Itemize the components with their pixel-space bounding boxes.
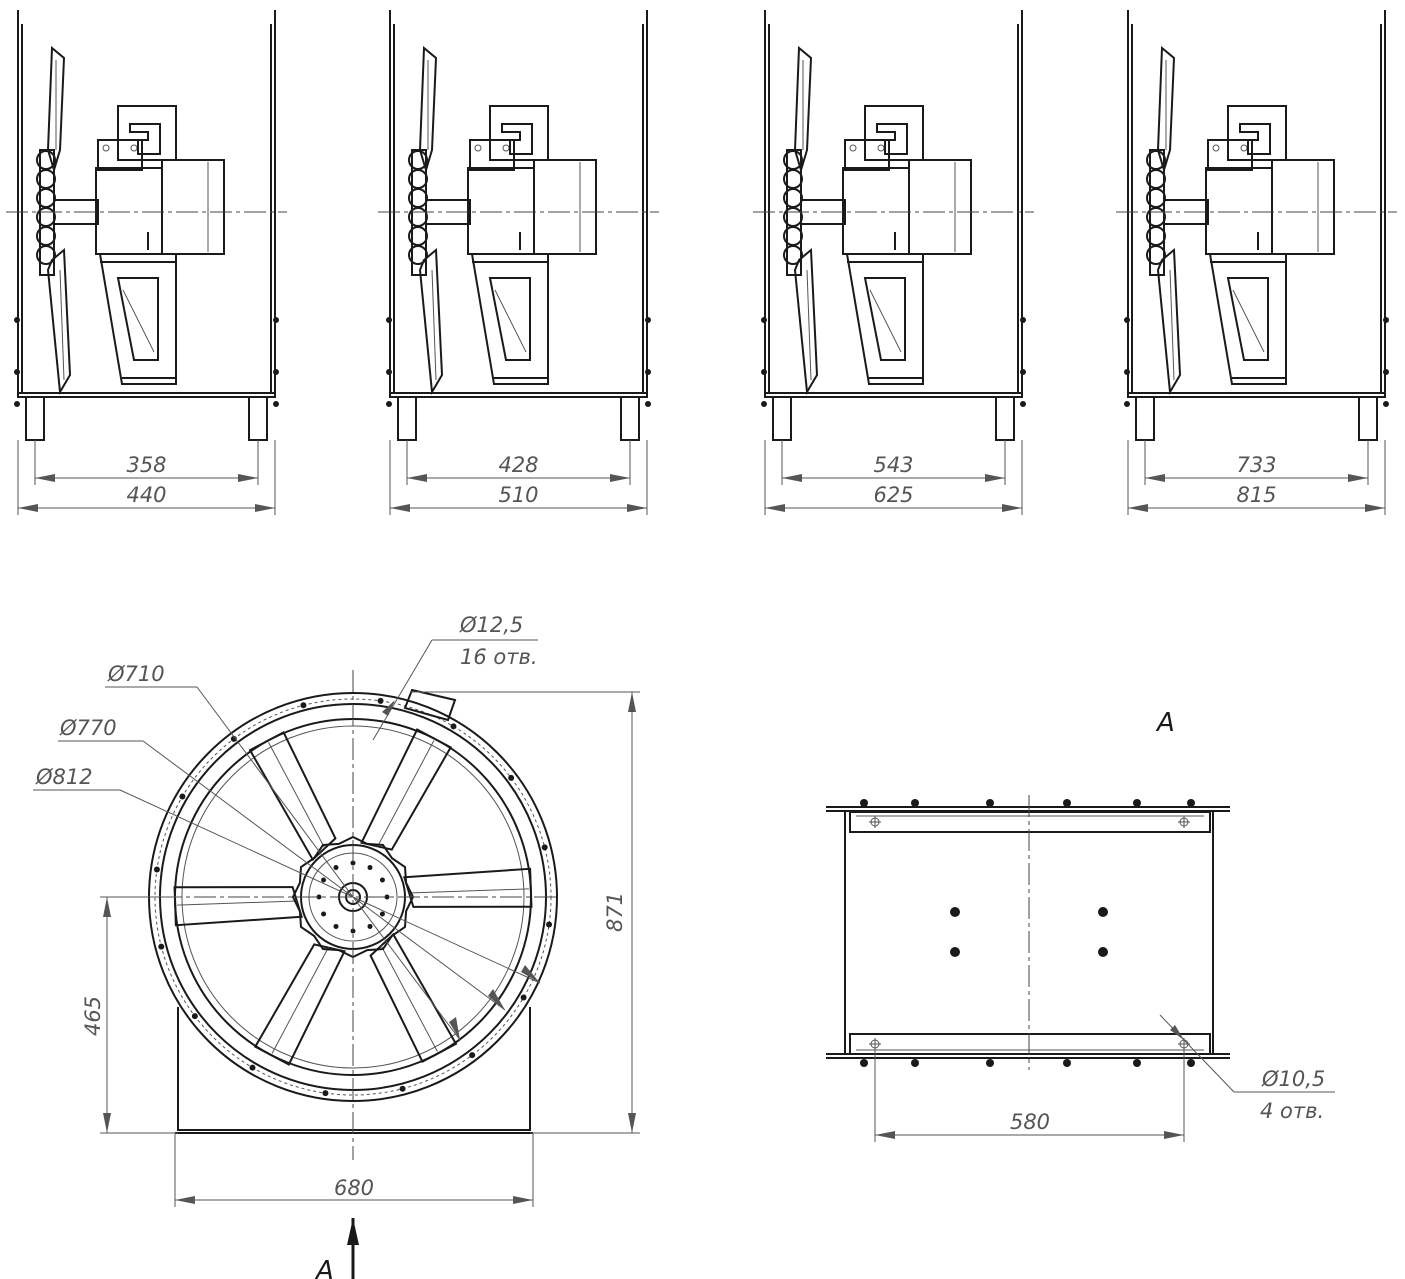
view-a-title: A	[1155, 708, 1175, 738]
dim-d710-label: Ø710	[107, 662, 165, 686]
view-marker-a: A	[314, 1256, 334, 1279]
dim-inner-label: 733	[1236, 453, 1276, 477]
front-view: 871 465 680 Ø710	[33, 613, 640, 1279]
dim-680-label: 680	[334, 1176, 374, 1200]
terminal-box	[403, 688, 457, 722]
rail-holes	[869, 816, 1190, 1050]
dim-outer-label: 625	[873, 483, 913, 507]
dim-d812: Ø812	[33, 765, 541, 984]
dim-outer-label: 440	[126, 483, 166, 507]
dim-outer-label: 815	[1236, 483, 1276, 507]
dim-outer-label: 510	[498, 483, 538, 507]
dim-hole-leader: Ø12,5 16 отв.	[372, 613, 538, 741]
view-arrow-a: A	[314, 1218, 359, 1279]
dim-580: 580	[874, 1044, 1185, 1142]
flange-bolts	[860, 799, 1195, 1067]
dim-465: 465	[81, 896, 180, 1134]
dim-871: 871	[410, 691, 640, 1134]
bv-hole-dia-label: Ø10,5	[1261, 1067, 1325, 1091]
dim-465-label: 465	[81, 996, 105, 1036]
dim-inner-label: 428	[498, 453, 538, 477]
dim-871-label: 871	[603, 892, 627, 932]
dim-d770: Ø770	[58, 716, 506, 1011]
dim-d710: Ø710	[105, 662, 461, 1041]
dim-d812-label: Ø812	[35, 765, 93, 789]
bottom-rail	[849, 1033, 1211, 1055]
flange-bolt-holes	[153, 697, 553, 1097]
top-rail	[849, 811, 1211, 833]
dim-inner-label: 543	[873, 453, 913, 477]
bv-hole-count-label: 4 отв.	[1260, 1099, 1324, 1123]
dim-d770-label: Ø770	[59, 716, 117, 740]
hole-dia-label: Ø12,5	[459, 613, 523, 637]
fan-stand	[175, 1007, 533, 1134]
mount-holes	[950, 907, 1108, 957]
hole-count-label: 16 отв.	[460, 645, 538, 669]
dim-580-label: 580	[1010, 1110, 1050, 1134]
bottom-view-a: A	[826, 708, 1335, 1142]
dim-inner-label: 358	[126, 453, 166, 477]
dim-680: 680	[174, 1133, 534, 1207]
dim-d10-5: Ø10,5 4 отв.	[1159, 1014, 1335, 1123]
